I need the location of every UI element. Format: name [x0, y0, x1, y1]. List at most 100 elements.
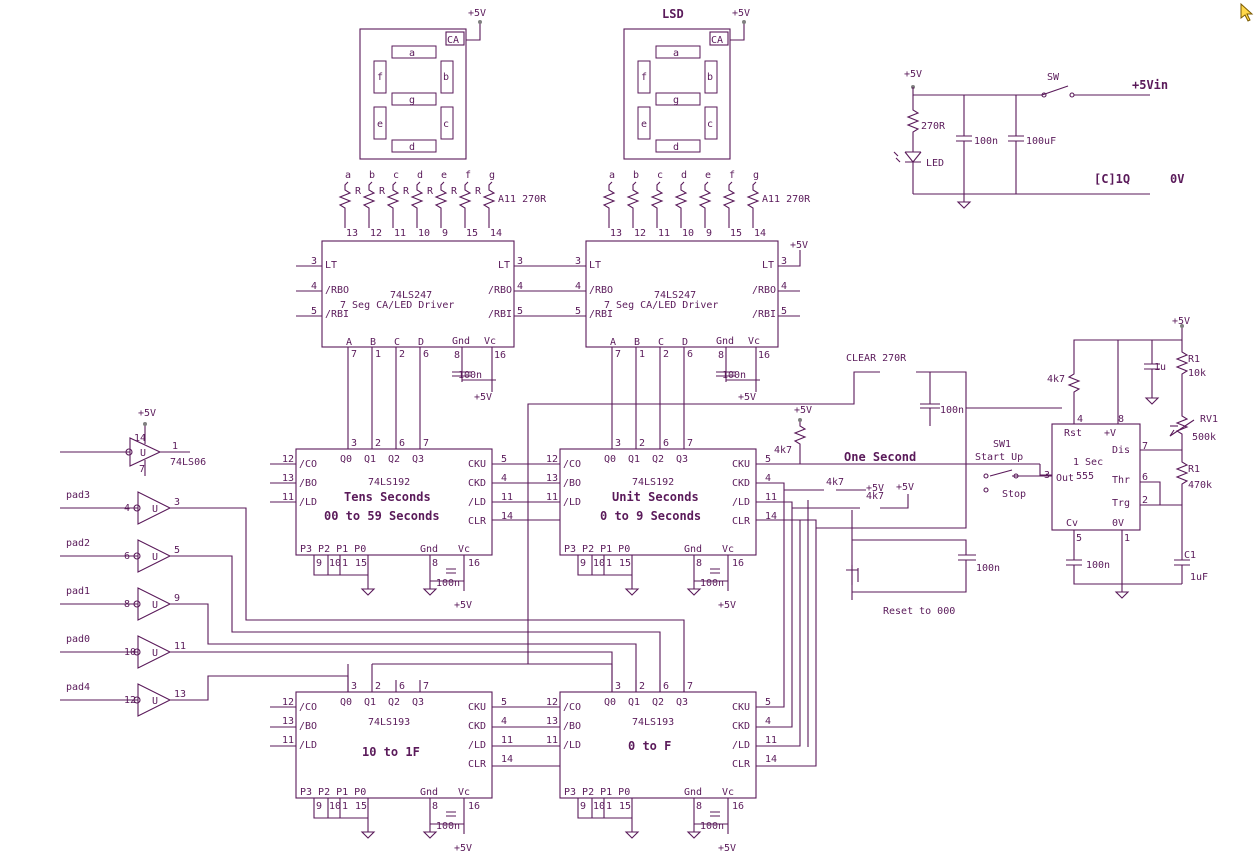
segment-net-label: f: [465, 170, 471, 181]
counter-right-pin: 11: [765, 735, 777, 746]
inverter-bubble: [133, 600, 141, 608]
segment-net-label: f: [729, 170, 735, 181]
driver-gnd-pin: 8: [718, 350, 724, 361]
svg-text:555: 555: [1076, 471, 1094, 482]
driver-right-pin: 5: [781, 306, 787, 317]
counter-preset-ground: [313, 555, 376, 596]
segment-net-label: a: [609, 170, 615, 181]
counter-output-pin: 7: [423, 438, 429, 449]
inverter-unit-label: U: [152, 648, 158, 659]
counter-vc-label: Vc: [722, 544, 734, 555]
driver-pin-number: 12: [370, 228, 382, 239]
svg-text:100n: 100n: [1086, 560, 1110, 571]
svg-text:/RBO: /RBO: [589, 285, 613, 296]
driver-input-pin: 6: [687, 349, 693, 360]
counter-output-label: Q1: [364, 697, 376, 708]
pad-label: pad2: [66, 538, 90, 549]
segment-resistor: [458, 181, 472, 228]
segment-net-label: b: [369, 170, 375, 181]
counter-left-label: /LD: [299, 740, 317, 751]
counter-right-pin: 11: [501, 735, 513, 746]
counter-left-pin: 13: [546, 716, 558, 727]
driver-vc-pin: 16: [494, 350, 506, 361]
stop-label: Stop: [1002, 489, 1026, 500]
inverter-input-pin: 12: [124, 695, 136, 706]
counter-vc-pin: 16: [468, 558, 480, 569]
driver-74ls247-units: 74LS247 7 Seg CA/LED Driver LT /RBO /RBI…: [585, 240, 779, 348]
driver-vcc-label: +5V: [790, 240, 808, 251]
counter-right-pin: 11: [765, 492, 777, 503]
resistor-array-label: A11 270R: [498, 194, 547, 205]
driver-74ls247-tens: 74LS247 7 Seg CA/LED Driver LT /RBO /RBI…: [321, 240, 515, 348]
counter-right-label: CKU: [732, 459, 750, 470]
counter-output-pin: 2: [639, 438, 645, 449]
svg-text:Tens Seconds: Tens Seconds: [344, 490, 431, 504]
svg-text:74LS193: 74LS193: [368, 717, 410, 728]
driver-input-label: D: [418, 337, 424, 348]
svg-text:74LS247: 74LS247: [390, 290, 432, 301]
segment-resistor: [338, 181, 352, 228]
driver-vc-pin: 16: [758, 350, 770, 361]
inverter-gnd-pin: 7: [139, 464, 145, 475]
pad-label: pad1: [66, 586, 90, 597]
sw1-label: SW1: [993, 439, 1011, 450]
counter-preset-wire: [327, 798, 341, 818]
counter-output-label: Q3: [412, 697, 424, 708]
counter-output-label: Q0: [604, 454, 616, 465]
pullup-label: 4k7: [866, 491, 884, 502]
svg-text:2: 2: [1142, 495, 1148, 506]
vcc-label: +5V: [468, 8, 486, 19]
vin-label: +5Vin: [1132, 78, 1168, 92]
counter-vc-pin: 16: [732, 558, 744, 569]
svg-text:f: f: [377, 72, 383, 83]
counter-left-pin: 11: [282, 492, 294, 503]
svg-text:e: e: [377, 119, 383, 130]
svg-text:Vc: Vc: [748, 336, 760, 347]
counter-gnd-pin: 8: [696, 558, 702, 569]
inverter-gate: [60, 635, 172, 669]
svg-text:LT: LT: [589, 260, 601, 271]
svg-text:a: a: [673, 48, 679, 59]
svg-text:7: 7: [1142, 441, 1148, 452]
counter-right-label: /LD: [468, 740, 486, 751]
svg-text:6: 6: [1142, 472, 1148, 483]
counter-right-pin: 5: [501, 454, 507, 465]
driver-pin-number: 10: [682, 228, 694, 239]
resistor-label: R: [451, 186, 458, 197]
vcc-label: +5V: [138, 408, 156, 419]
segment-resistor: [602, 181, 616, 228]
counter-gnd-label: Gnd: [684, 544, 702, 555]
counter-power-wire: [686, 798, 729, 839]
counter-vc-label: Vc: [722, 787, 734, 798]
svg-text:10 to 1F: 10 to 1F: [362, 745, 420, 759]
driver-input-pin: 1: [639, 349, 645, 360]
counter-gnd-label: Gnd: [420, 544, 438, 555]
counter-74ls192-tens: 74LS192 Tens Seconds 00 to 59 Seconds: [295, 448, 493, 556]
svg-text:LT: LT: [762, 260, 774, 271]
seven-segment-display-tens: CA a f b g e c d: [359, 28, 467, 160]
segment-resistor: [434, 181, 448, 228]
svg-text:7 Seg CA/LED Driver: 7 Seg CA/LED Driver: [604, 300, 718, 311]
svg-text:4: 4: [1077, 414, 1083, 425]
pad-label: pad4: [66, 682, 90, 693]
counter-gnd-pin: 8: [696, 801, 702, 812]
counter-left-label: /BO: [563, 721, 581, 732]
counter-preset-pin: 9: [316, 801, 322, 812]
svg-text:Rst: Rst: [1064, 428, 1082, 439]
svg-text:Vc: Vc: [484, 336, 496, 347]
counter-vcc-label: +5V: [454, 843, 472, 854]
driver-pin-number: 14: [754, 228, 766, 239]
counter-preset-wire: [327, 555, 341, 575]
segment-net-label: b: [633, 170, 639, 181]
driver-right-pin: 5: [517, 306, 523, 317]
svg-text:b: b: [443, 72, 449, 83]
counter-right-pin: 14: [501, 754, 513, 765]
counter-right-label: CKD: [468, 721, 486, 732]
inverter-output-pin: 13: [174, 689, 186, 700]
segment-net-label: a: [345, 170, 351, 181]
inverter-unit-label: U: [152, 552, 158, 563]
svg-text:e: e: [641, 119, 647, 130]
svg-text:Cv: Cv: [1066, 518, 1078, 529]
svg-text:LT: LT: [325, 260, 337, 271]
svg-text:1: 1: [1124, 533, 1130, 544]
